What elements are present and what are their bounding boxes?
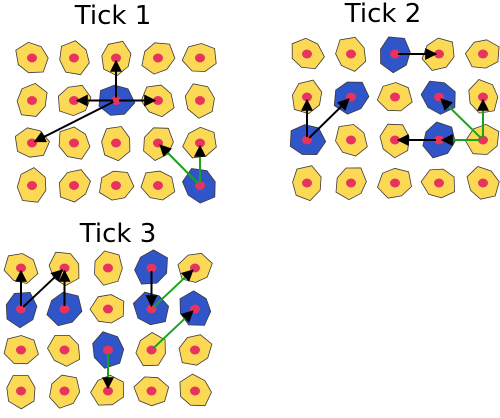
healthy-cell xyxy=(99,170,135,201)
cell-nucleus xyxy=(16,386,26,396)
healthy-cell xyxy=(58,126,91,160)
healthy-cell xyxy=(141,42,176,75)
healthy-cell xyxy=(3,335,39,365)
cell-nucleus xyxy=(346,49,356,59)
cell-nucleus xyxy=(59,386,70,396)
cell-nucleus xyxy=(195,53,205,63)
cell-nucleus xyxy=(195,96,205,105)
cell-nucleus xyxy=(103,263,113,273)
healthy-cell xyxy=(94,250,123,286)
cell-nucleus xyxy=(390,178,400,188)
healthy-cell xyxy=(101,126,131,162)
healthy-cell xyxy=(15,41,49,74)
cell-nucleus xyxy=(27,138,37,148)
cell-nucleus xyxy=(153,53,163,63)
cell-grid xyxy=(289,36,500,202)
cell-nucleus xyxy=(27,181,37,190)
cell-nucleus xyxy=(302,178,312,188)
cell-nucleus xyxy=(434,178,444,188)
cell-nucleus xyxy=(146,263,157,273)
healthy-cell xyxy=(16,167,47,203)
cell-nucleus xyxy=(190,386,200,396)
black-arrow xyxy=(308,98,350,139)
cell-nucleus xyxy=(346,135,356,145)
healthy-cell xyxy=(335,124,368,157)
arrow-layer xyxy=(33,59,206,185)
cell-nucleus xyxy=(146,386,157,396)
infected-cell xyxy=(46,291,83,327)
infected-cell xyxy=(420,80,456,115)
cell-nucleus xyxy=(346,178,356,188)
healthy-cell xyxy=(140,170,176,201)
arrow-layer xyxy=(15,269,194,390)
panel-tick-1: Tick 1 xyxy=(14,1,217,204)
cell-grid xyxy=(14,40,217,204)
cell-nucleus xyxy=(103,304,113,314)
healthy-cell xyxy=(464,39,500,69)
healthy-cell xyxy=(58,169,91,203)
cell-nucleus xyxy=(390,49,400,59)
cell-nucleus xyxy=(16,345,26,355)
panel-tick-2: Tick 2 xyxy=(289,0,500,202)
cell-nucleus xyxy=(27,53,37,63)
infected-cell xyxy=(179,290,212,326)
healthy-cell xyxy=(291,37,325,70)
panel-tick-3: Tick 3 xyxy=(3,219,213,410)
healthy-cell xyxy=(376,82,413,112)
healthy-cell xyxy=(133,376,170,407)
healthy-cell xyxy=(184,83,215,119)
healthy-cell xyxy=(335,36,367,72)
cell-nucleus xyxy=(69,138,79,148)
healthy-cell xyxy=(179,373,212,407)
black-arrow xyxy=(22,269,64,308)
cell-nucleus xyxy=(302,49,312,59)
infected-cell xyxy=(98,84,136,116)
healthy-cell xyxy=(59,40,90,76)
healthy-cell xyxy=(181,43,217,72)
healthy-cell xyxy=(14,127,50,158)
cell-nucleus xyxy=(111,181,121,190)
panel-title: Tick 2 xyxy=(344,0,421,29)
cell-nucleus xyxy=(153,181,163,190)
arrow-layer xyxy=(301,48,489,146)
healthy-cell xyxy=(178,334,213,366)
infected-cell xyxy=(380,36,411,74)
cell-nucleus xyxy=(103,345,113,355)
cell-nucleus xyxy=(478,49,488,59)
healthy-cell xyxy=(49,374,81,409)
cell-nucleus xyxy=(69,181,79,190)
infected-cell xyxy=(92,331,125,369)
healthy-cell xyxy=(135,332,166,367)
healthy-cell xyxy=(47,334,81,367)
healthy-cell xyxy=(420,168,456,199)
cell-nucleus xyxy=(190,345,200,355)
green-arrow xyxy=(159,144,199,185)
cell-nucleus xyxy=(59,304,70,314)
healthy-cell xyxy=(377,167,412,199)
healthy-cell xyxy=(335,167,367,201)
panel-title: Tick 3 xyxy=(79,219,156,249)
black-arrow xyxy=(33,100,114,143)
panel-title: Tick 1 xyxy=(74,1,151,31)
healthy-cell xyxy=(143,127,174,161)
cell-nucleus xyxy=(59,345,70,355)
green-arrow xyxy=(440,98,482,139)
cell-nucleus xyxy=(111,138,121,148)
cell-nucleus xyxy=(69,53,79,63)
healthy-cell xyxy=(466,166,500,200)
green-arrow xyxy=(152,310,194,349)
infected-cell xyxy=(134,249,168,285)
healthy-cell xyxy=(16,82,48,117)
cell-nucleus xyxy=(27,96,37,105)
cell-nucleus xyxy=(478,178,488,188)
green-arrow xyxy=(152,269,194,308)
infected-cell xyxy=(422,121,456,159)
healthy-cell xyxy=(89,294,125,324)
healthy-cell xyxy=(6,375,36,410)
healthy-cell xyxy=(292,165,322,202)
cell-nucleus xyxy=(390,92,400,102)
